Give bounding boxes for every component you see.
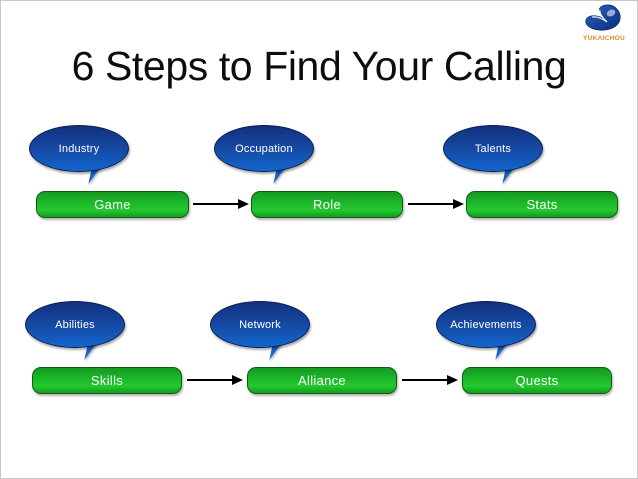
bar-label-skills: Skills [90,373,124,388]
bubble-industry[interactable]: Industry [29,125,129,172]
bar-quests[interactable]: Quests [462,367,612,394]
arrow-skills-to-alliance [187,374,243,386]
page-title: 6 Steps to Find Your Calling [71,43,567,89]
bubble-label-abilities: Abilities [55,318,95,331]
bubble-label-occupation: Occupation [235,142,293,155]
bubble-talents[interactable]: Talents [443,125,543,172]
bubble-network[interactable]: Network [210,301,310,348]
bubble-label-network: Network [239,318,281,331]
bubble-achievements[interactable]: Achievements [436,301,536,348]
bubble-abilities[interactable]: Abilities [25,301,125,348]
arrow-alliance-to-quests [402,374,458,386]
bar-label-role: Role [313,197,341,212]
bubble-label-achievements: Achievements [450,318,522,331]
arrow-game-to-role [193,198,249,210]
bar-label-quests: Quests [515,373,559,388]
bar-stats[interactable]: Stats [466,191,618,218]
logo-swoosh-icon [585,4,621,31]
bar-label-alliance: Alliance [298,373,346,388]
bar-game[interactable]: Game [36,191,189,218]
bar-label-game: Game [94,197,131,212]
arrow-role-to-stats [408,198,464,210]
bar-label-stats: Stats [526,197,558,212]
bubble-label-talents: Talents [474,142,512,155]
bubble-label-industry: Industry [58,142,100,155]
logo-wordmark: YUKAICHOU [582,35,626,42]
bar-skills[interactable]: Skills [32,367,182,394]
bar-alliance[interactable]: Alliance [247,367,397,394]
bubble-occupation[interactable]: Occupation [214,125,314,172]
yukaichou-logo: YUKAICHOU [576,4,632,48]
bar-role[interactable]: Role [251,191,403,218]
